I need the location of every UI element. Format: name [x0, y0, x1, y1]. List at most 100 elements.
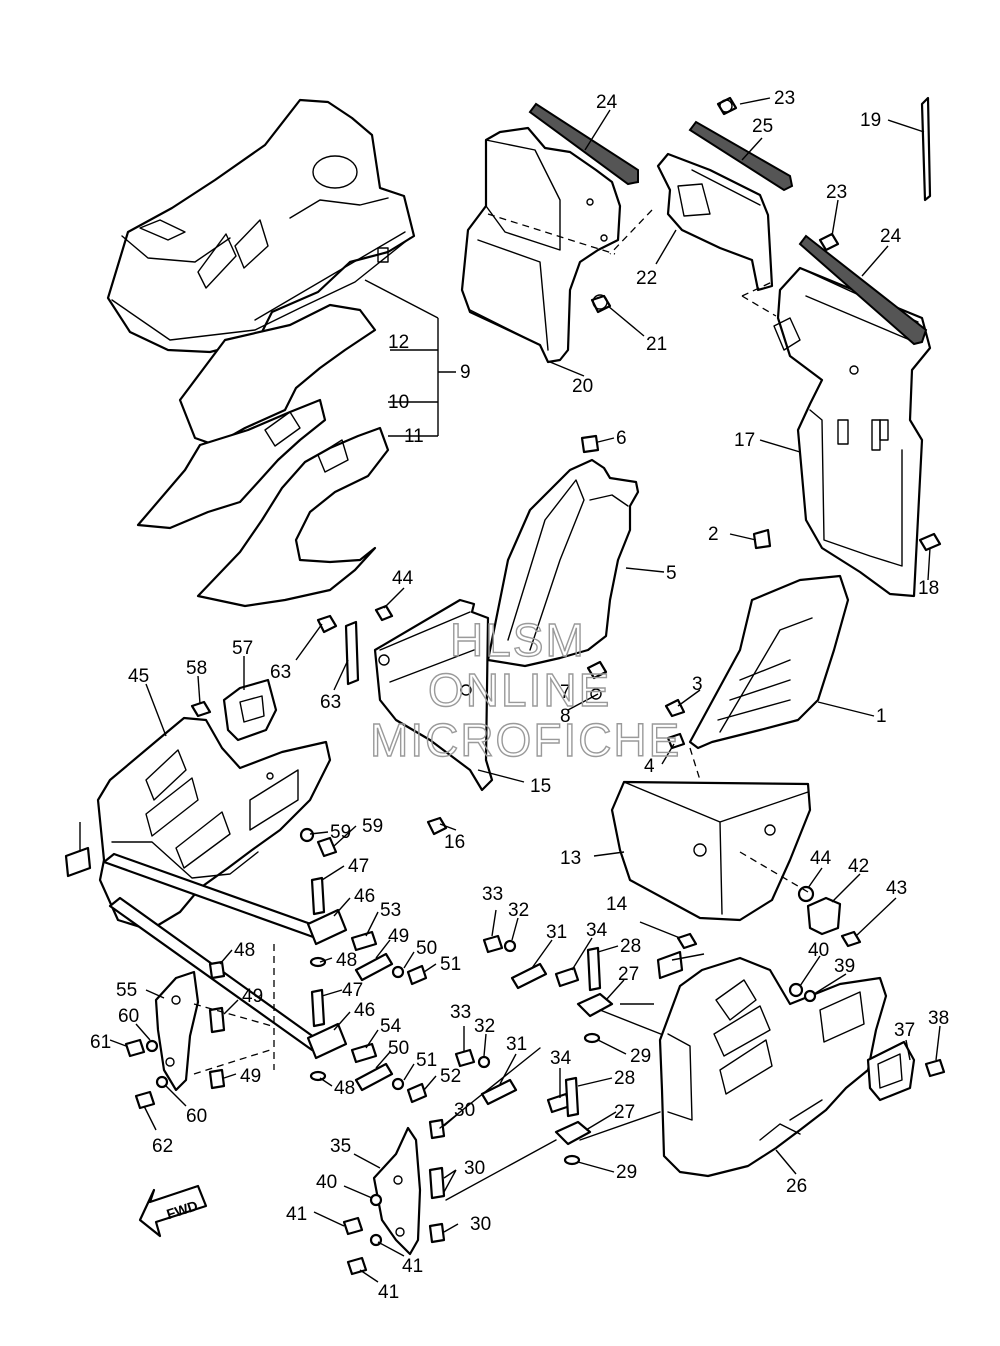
stay-61[interactable] — [344, 620, 360, 686]
bolt-41-a[interactable] — [342, 1216, 364, 1236]
ring-29-bottom[interactable] — [563, 1154, 581, 1166]
callout-61: 63 — [320, 692, 341, 713]
callout-16: 16 — [444, 832, 465, 853]
callout-15: 15 — [530, 776, 551, 797]
bolt-33-top[interactable] — [482, 934, 504, 954]
bolt-43[interactable] — [840, 930, 862, 948]
link-31-top[interactable] — [510, 962, 548, 990]
callout-53: 54 — [380, 1016, 402, 1037]
callout-48: 48 — [336, 950, 357, 971]
clip-23-right[interactable] — [818, 232, 840, 252]
washer-59-a[interactable] — [145, 1039, 159, 1053]
bolt-52-bottom[interactable] — [406, 1082, 428, 1104]
bolt-62[interactable] — [316, 614, 338, 634]
label-63-left[interactable] — [64, 846, 92, 878]
seal-strip-24-right[interactable] — [798, 234, 928, 346]
pivot-46-bottom[interactable] — [306, 1022, 348, 1060]
washer-59-b[interactable] — [155, 1075, 169, 1089]
washer-32-top[interactable] — [503, 939, 517, 953]
bolt-28-bottom[interactable] — [564, 1076, 580, 1118]
plate-42[interactable] — [806, 896, 842, 936]
grommet-49-c[interactable] — [208, 1068, 226, 1090]
collar-44-right[interactable] — [797, 885, 815, 903]
ring-48-top[interactable] — [309, 956, 327, 968]
tie-band-19[interactable] — [920, 96, 932, 202]
washer-40-a[interactable] — [369, 1193, 383, 1207]
washer-57[interactable] — [299, 827, 315, 843]
washer-32-bottom[interactable] — [477, 1055, 491, 1069]
guard-part-35[interactable] — [372, 1126, 422, 1256]
bolt-60-a[interactable] — [124, 1038, 146, 1058]
gasket-part-10[interactable] — [136, 398, 327, 530]
ring-48-bottom[interactable] — [309, 1070, 327, 1082]
seal-strip-24-top[interactable] — [528, 102, 639, 186]
bolt-60-b[interactable] — [134, 1090, 156, 1110]
callout-50: 49 — [388, 926, 409, 947]
guard-part-1[interactable] — [688, 574, 850, 750]
guard-part-54[interactable] — [154, 970, 200, 1092]
link-50-top[interactable] — [354, 952, 394, 982]
callout-6: 6 — [616, 428, 627, 449]
spring-53-top[interactable] — [350, 930, 378, 952]
clip-23-top[interactable] — [716, 96, 738, 116]
air-duct-part-20[interactable] — [460, 126, 622, 364]
duct-part-22[interactable] — [656, 152, 774, 292]
bolt-41-b[interactable] — [346, 1256, 368, 1276]
stay-55[interactable] — [222, 678, 278, 742]
clip-2[interactable] — [752, 528, 772, 550]
callout-59: 60 — [186, 1106, 207, 1127]
pivot-46-top[interactable] — [306, 908, 348, 946]
washer-51-top[interactable] — [391, 965, 405, 979]
callout-52: 52 — [440, 1066, 461, 1087]
rivet-21[interactable] — [590, 294, 612, 314]
grommet-39[interactable] — [788, 982, 804, 998]
callout-59: 60 — [118, 1006, 139, 1027]
gasket-part-11[interactable] — [196, 426, 390, 608]
bolt-33-bottom[interactable] — [454, 1048, 476, 1068]
callout-31: 31 — [546, 922, 567, 943]
grommet-49-b[interactable] — [208, 1006, 226, 1034]
spring-53-bottom[interactable] — [350, 1042, 378, 1064]
collar-44[interactable] — [374, 604, 394, 622]
grommet-30-c[interactable] — [428, 1222, 446, 1244]
grommet-30-a[interactable] — [428, 1118, 446, 1140]
clip-6[interactable] — [580, 434, 600, 454]
grommet-49-a[interactable] — [208, 960, 226, 980]
bracket-27-bottom[interactable] — [554, 1120, 592, 1146]
screw-4[interactable] — [666, 732, 686, 750]
callout-52: 51 — [440, 954, 461, 975]
bolt-28-top[interactable] — [586, 946, 602, 992]
bracket-part-5[interactable] — [486, 458, 640, 668]
label-63-right[interactable] — [656, 950, 684, 980]
nut-3[interactable] — [664, 698, 686, 718]
bolt-47-top[interactable] — [310, 876, 326, 916]
stay-36[interactable] — [866, 1040, 916, 1102]
link-50-bottom[interactable] — [354, 1062, 394, 1092]
bolt-14[interactable] — [676, 932, 698, 950]
side-guard-part-26[interactable] — [658, 956, 888, 1178]
seal-strip-25[interactable] — [688, 120, 794, 192]
bracket-part-15[interactable] — [373, 598, 494, 792]
callout-25: 25 — [752, 116, 773, 137]
side-panel-part-17[interactable] — [773, 266, 932, 598]
bracket-27-top[interactable] — [576, 992, 614, 1018]
bolt-16[interactable] — [426, 816, 448, 836]
bracket-part-13[interactable] — [610, 780, 812, 922]
washer-38[interactable] — [803, 989, 817, 1003]
engine-cover-part[interactable] — [106, 98, 416, 354]
bolt-52-top[interactable] — [406, 964, 428, 986]
spring-34-top[interactable] — [554, 966, 580, 988]
callout-30: 30 — [470, 1214, 491, 1235]
callout-54: 55 — [116, 980, 137, 1001]
rivet-18[interactable] — [918, 532, 942, 552]
bolt-47-bottom[interactable] — [310, 988, 326, 1028]
grommet-7-8[interactable] — [586, 660, 608, 700]
link-31-bottom[interactable] — [480, 1078, 518, 1106]
callout-44: 44 — [810, 848, 832, 869]
ring-29-top[interactable] — [583, 1032, 601, 1044]
grommet-30-b[interactable] — [428, 1166, 446, 1200]
washer-51-bottom[interactable] — [391, 1077, 405, 1091]
bolt-56[interactable] — [190, 700, 212, 718]
bolt-37[interactable] — [924, 1058, 946, 1078]
nut-58[interactable] — [316, 836, 338, 858]
